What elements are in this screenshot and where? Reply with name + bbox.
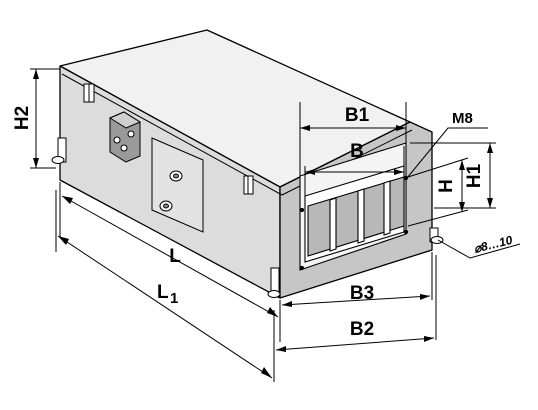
front-face-details [51, 83, 444, 298]
flange-hole [299, 265, 305, 271]
flange-hole [403, 229, 409, 235]
label-h1: H1 [464, 163, 485, 188]
junction-box [108, 111, 142, 163]
pipe-connector-lower [159, 200, 173, 212]
dimension-arrowheads [33, 69, 493, 378]
label-h: H [436, 179, 457, 193]
label-l1-subscript: 1 [170, 290, 178, 307]
pipe-connector-upper [169, 170, 183, 182]
flange-hole [299, 207, 305, 213]
louvre-bar [329, 197, 337, 252]
latch-right [243, 175, 254, 195]
mounting-bracket-right [429, 227, 444, 244]
louvre-bar [383, 180, 391, 236]
louvre-bar [357, 188, 365, 244]
label-b: B [350, 141, 364, 162]
label-b1: B1 [345, 105, 370, 126]
lid-seam [61, 73, 413, 196]
label-b2: B2 [350, 319, 374, 340]
label-b3: B3 [350, 283, 374, 304]
label-l: L [169, 246, 181, 267]
label-l1-main: L [157, 282, 169, 303]
outlet-flange [299, 142, 409, 271]
dimension-lines [30, 68, 521, 382]
label-l1: L 1 [157, 282, 178, 307]
mounting-bracket-front [267, 267, 281, 298]
label-hole-diameter: ⌀8…10 [472, 233, 514, 256]
latch-left [83, 83, 95, 103]
label-h2: H2 [12, 106, 33, 130]
label-m8: M8 [452, 110, 473, 127]
mounting-bracket-left [51, 137, 67, 164]
